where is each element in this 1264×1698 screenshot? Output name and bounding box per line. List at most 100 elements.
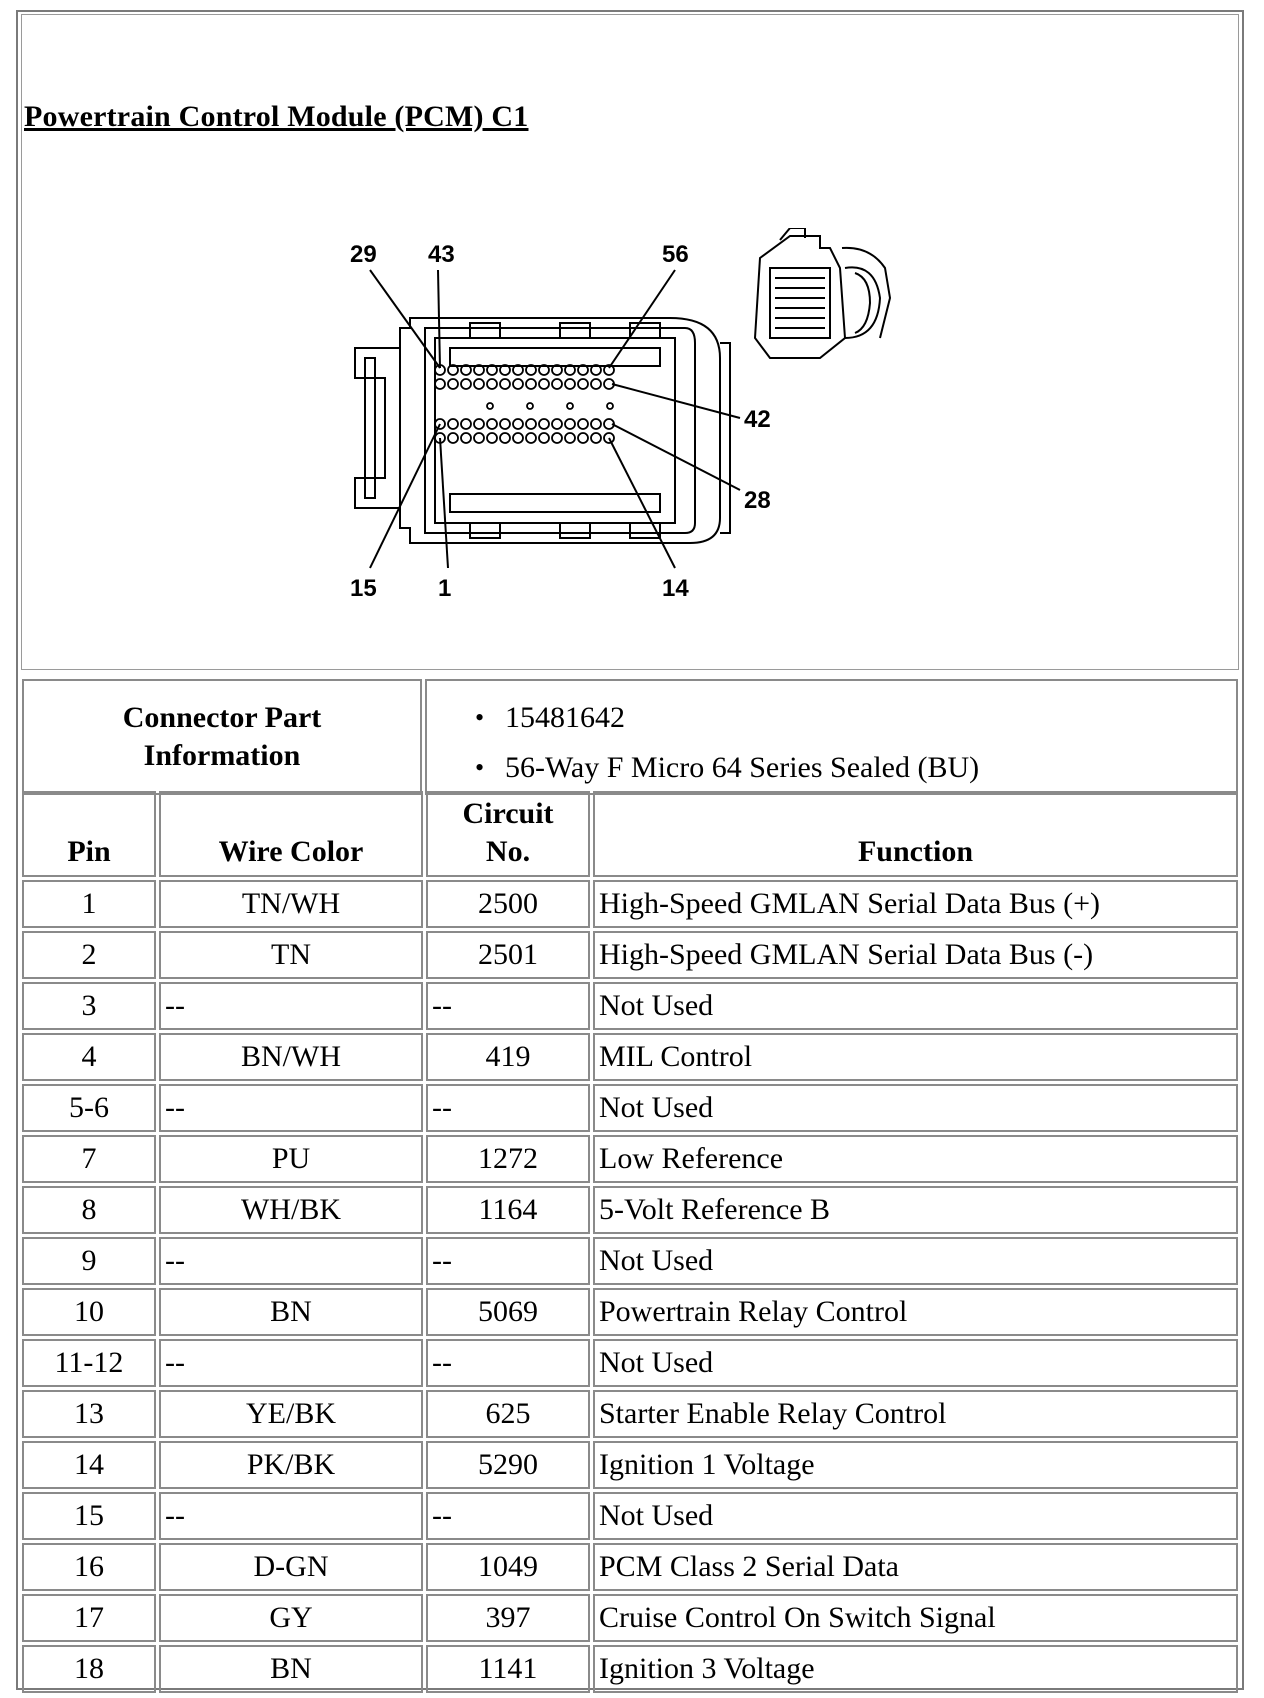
table-row: 9----Not Used	[22, 1237, 1238, 1285]
pin-label-43: 43	[428, 241, 455, 268]
pin-cavities	[434, 364, 615, 444]
function-cell: Ignition 1 Voltage	[593, 1441, 1238, 1489]
wire-color-cell: --	[159, 1492, 423, 1540]
function-cell: Ignition 3 Voltage	[593, 1645, 1238, 1693]
function-cell: MIL Control	[593, 1033, 1238, 1081]
pin-cell: 17	[22, 1594, 156, 1642]
connector-description: 56-Way F Micro 64 Series Sealed (BU)	[475, 743, 1236, 793]
circuit-cell: 1049	[426, 1543, 590, 1591]
pin-label-15: 15	[350, 575, 377, 602]
function-cell: Not Used	[593, 1339, 1238, 1387]
header-wire-color: Wire Color	[159, 791, 423, 877]
pin-cell: 10	[22, 1288, 156, 1336]
wire-color-cell: GY	[159, 1594, 423, 1642]
pin-cell: 9	[22, 1237, 156, 1285]
table-row: 15----Not Used	[22, 1492, 1238, 1540]
pin-table-header: Pin Wire Color Circuit No. Function	[22, 791, 1238, 877]
function-cell: Powertrain Relay Control	[593, 1288, 1238, 1336]
function-cell: Starter Enable Relay Control	[593, 1390, 1238, 1438]
circuit-cell: 1164	[426, 1186, 590, 1234]
circuit-cell: 419	[426, 1033, 590, 1081]
wire-color-cell: BN	[159, 1288, 423, 1336]
circuit-cell: 397	[426, 1594, 590, 1642]
wire-color-cell: --	[159, 1084, 423, 1132]
circuit-cell: 1272	[426, 1135, 590, 1183]
connector-info-table: Connector Part Information 15481642 56-W…	[19, 676, 1241, 798]
pin-cell: 1	[22, 880, 156, 928]
connector-diagram: 29 43 56 42 28 15 1 14	[350, 228, 892, 602]
circuit-cell: --	[426, 1492, 590, 1540]
connector-body	[354, 317, 731, 544]
pin-cell: 15	[22, 1492, 156, 1540]
page-title: Powertrain Control Module (PCM) C1	[24, 100, 529, 133]
leader-lines	[369, 269, 741, 569]
circuit-cell: --	[426, 1237, 590, 1285]
page-frame	[16, 10, 1244, 1690]
pin-label-56: 56	[662, 241, 689, 268]
function-cell: 5-Volt Reference B	[593, 1186, 1238, 1234]
function-cell: Not Used	[593, 1084, 1238, 1132]
part-number: 15481642	[475, 693, 1236, 743]
header-pin: Pin	[22, 791, 156, 877]
pin-cell: 8	[22, 1186, 156, 1234]
pin-cell: 13	[22, 1390, 156, 1438]
function-cell: High-Speed GMLAN Serial Data Bus (-)	[593, 931, 1238, 979]
circuit-cell: --	[426, 1084, 590, 1132]
pin-cell: 18	[22, 1645, 156, 1693]
header-circuit-no: Circuit No.	[426, 791, 590, 877]
pin-label-42: 42	[744, 406, 771, 433]
function-cell: Cruise Control On Switch Signal	[593, 1594, 1238, 1642]
function-cell: Not Used	[593, 982, 1238, 1030]
circuit-cell: --	[426, 1339, 590, 1387]
function-cell: High-Speed GMLAN Serial Data Bus (+)	[593, 880, 1238, 928]
wire-color-cell: TN/WH	[159, 880, 423, 928]
wire-color-cell: --	[159, 1237, 423, 1285]
pin-cell: 16	[22, 1543, 156, 1591]
wire-color-cell: --	[159, 1339, 423, 1387]
circuit-cell: 2500	[426, 880, 590, 928]
wire-color-cell: --	[159, 982, 423, 1030]
connector-3d-view	[753, 228, 892, 359]
pin-label-28: 28	[744, 487, 771, 514]
function-cell: Not Used	[593, 1492, 1238, 1540]
function-cell: Not Used	[593, 1237, 1238, 1285]
connector-info-values: 15481642 56-Way F Micro 64 Series Sealed…	[425, 679, 1238, 795]
pin-cell: 14	[22, 1441, 156, 1489]
header-function: Function	[593, 791, 1238, 877]
pin-cell: 11-12	[22, 1339, 156, 1387]
wire-color-cell: BN	[159, 1645, 423, 1693]
circuit-cell: 5290	[426, 1441, 590, 1489]
wire-color-cell: TN	[159, 931, 423, 979]
circuit-cell: 1141	[426, 1645, 590, 1693]
pin-label-29: 29	[350, 241, 377, 268]
wire-color-cell: PU	[159, 1135, 423, 1183]
circuit-cell: --	[426, 982, 590, 1030]
table-row: 11-12----Not Used	[22, 1339, 1238, 1387]
table-row: 3----Not Used	[22, 982, 1238, 1030]
wire-color-cell: D-GN	[159, 1543, 423, 1591]
wire-color-cell: YE/BK	[159, 1390, 423, 1438]
function-cell: Low Reference	[593, 1135, 1238, 1183]
diagram-cell	[21, 14, 1239, 670]
pin-label-14: 14	[662, 575, 689, 602]
pin-cell: 4	[22, 1033, 156, 1081]
pin-label-1: 1	[438, 575, 451, 602]
circuit-cell: 2501	[426, 931, 590, 979]
table-row: 5-6----Not Used	[22, 1084, 1238, 1132]
circuit-cell: 5069	[426, 1288, 590, 1336]
function-cell: PCM Class 2 Serial Data	[593, 1543, 1238, 1591]
circuit-cell: 625	[426, 1390, 590, 1438]
